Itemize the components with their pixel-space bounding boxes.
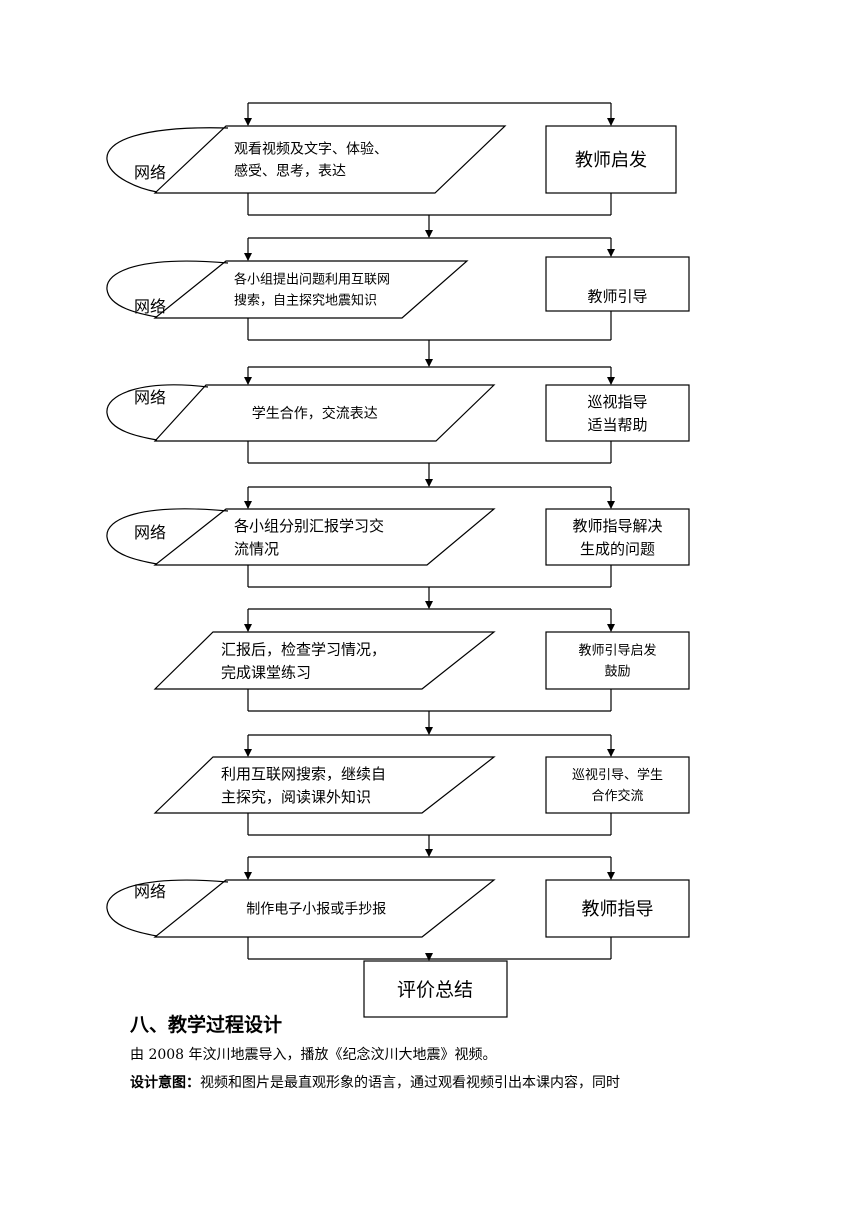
network-label: 网络 bbox=[134, 882, 166, 901]
network-tab bbox=[106, 260, 229, 318]
teacher-guidance-text: 鼓励 bbox=[604, 665, 630, 680]
student-activity-shape bbox=[153, 384, 496, 442]
teacher-guidance-box bbox=[545, 256, 690, 312]
student-activity-shape bbox=[153, 879, 496, 938]
student-activity-shape bbox=[153, 260, 469, 319]
student-activity-text: 各小组分别汇报学习交 bbox=[234, 517, 384, 535]
student-activity-text: 搜索，自主探究地震知识 bbox=[234, 293, 377, 309]
student-activity-shape bbox=[153, 125, 507, 194]
teacher-guidance-text: 教师指导解决 bbox=[572, 517, 662, 535]
student-activity-text: 各小组提出问题利用互联网 bbox=[234, 272, 390, 288]
student-activity-text: 完成课堂练习 bbox=[221, 663, 311, 681]
teacher-guidance-text: 巡视指导 bbox=[587, 393, 647, 411]
student-activity-shape bbox=[153, 756, 496, 814]
design-intent-text: 视频和图片是最直观形象的语言，通过观看视频引出本课内容，同时 bbox=[200, 1075, 620, 1091]
student-activity-text: 汇报后，检查学习情况， bbox=[221, 640, 386, 658]
student-activity-text: 利用互联网搜索，继续自 bbox=[221, 765, 386, 783]
teacher-guidance-box bbox=[545, 508, 690, 566]
teacher-guidance-box bbox=[545, 756, 690, 814]
teacher-guidance-box bbox=[545, 384, 690, 442]
teacher-guidance-text: 巡视引导、学生 bbox=[572, 767, 663, 783]
teacher-guidance-text: 合作交流 bbox=[591, 788, 643, 804]
teacher-guidance-text: 教师引导 bbox=[587, 287, 647, 305]
design-intent-label: 设计意图： bbox=[130, 1075, 200, 1091]
network-label: 网络 bbox=[134, 163, 166, 182]
network-tab bbox=[106, 879, 229, 937]
summary-text: 评价总结 bbox=[397, 979, 473, 1001]
teacher-guidance-text: 适当帮助 bbox=[587, 416, 647, 434]
intro-paragraph: 由 2008 年汶川地震导入，播放《纪念汶川大地震》视频。 bbox=[130, 1047, 497, 1063]
teacher-guidance-box bbox=[545, 879, 690, 938]
student-activity-text: 感受、思考，表达 bbox=[234, 162, 346, 179]
student-activity-shape bbox=[153, 631, 496, 690]
teacher-guidance-box bbox=[545, 631, 690, 690]
network-tab bbox=[106, 127, 229, 193]
student-activity-text: 主探究，阅读课外知识 bbox=[221, 788, 371, 806]
student-activity-text: 流情况 bbox=[234, 540, 279, 558]
network-label: 网络 bbox=[134, 297, 166, 316]
teacher-guidance-text: 教师启发 bbox=[575, 150, 647, 171]
teacher-guidance-text: 教师引导启发 bbox=[578, 643, 656, 659]
summary-box bbox=[363, 960, 508, 1018]
student-activity-text: 学生合作，交流表达 bbox=[252, 405, 378, 422]
student-activity-text: 制作电子小报或手抄报 bbox=[246, 901, 386, 917]
teacher-guidance-text: 教师指导 bbox=[582, 899, 654, 920]
design-intent-paragraph: 设计意图：视频和图片是最直观形象的语言，通过观看视频引出本课内容，同时 bbox=[130, 1072, 620, 1092]
student-activity-shape bbox=[153, 508, 496, 566]
student-activity-text: 观看视频及文字、体验、 bbox=[234, 141, 388, 157]
network-label: 网络 bbox=[134, 388, 166, 407]
network-tab bbox=[106, 508, 229, 565]
network-tab bbox=[106, 384, 209, 441]
teacher-guidance-box bbox=[545, 125, 677, 194]
network-label: 网络 bbox=[134, 523, 166, 542]
teacher-guidance-text: 生成的问题 bbox=[580, 540, 655, 558]
section-heading: 八、教学过程设计 bbox=[130, 1014, 283, 1036]
